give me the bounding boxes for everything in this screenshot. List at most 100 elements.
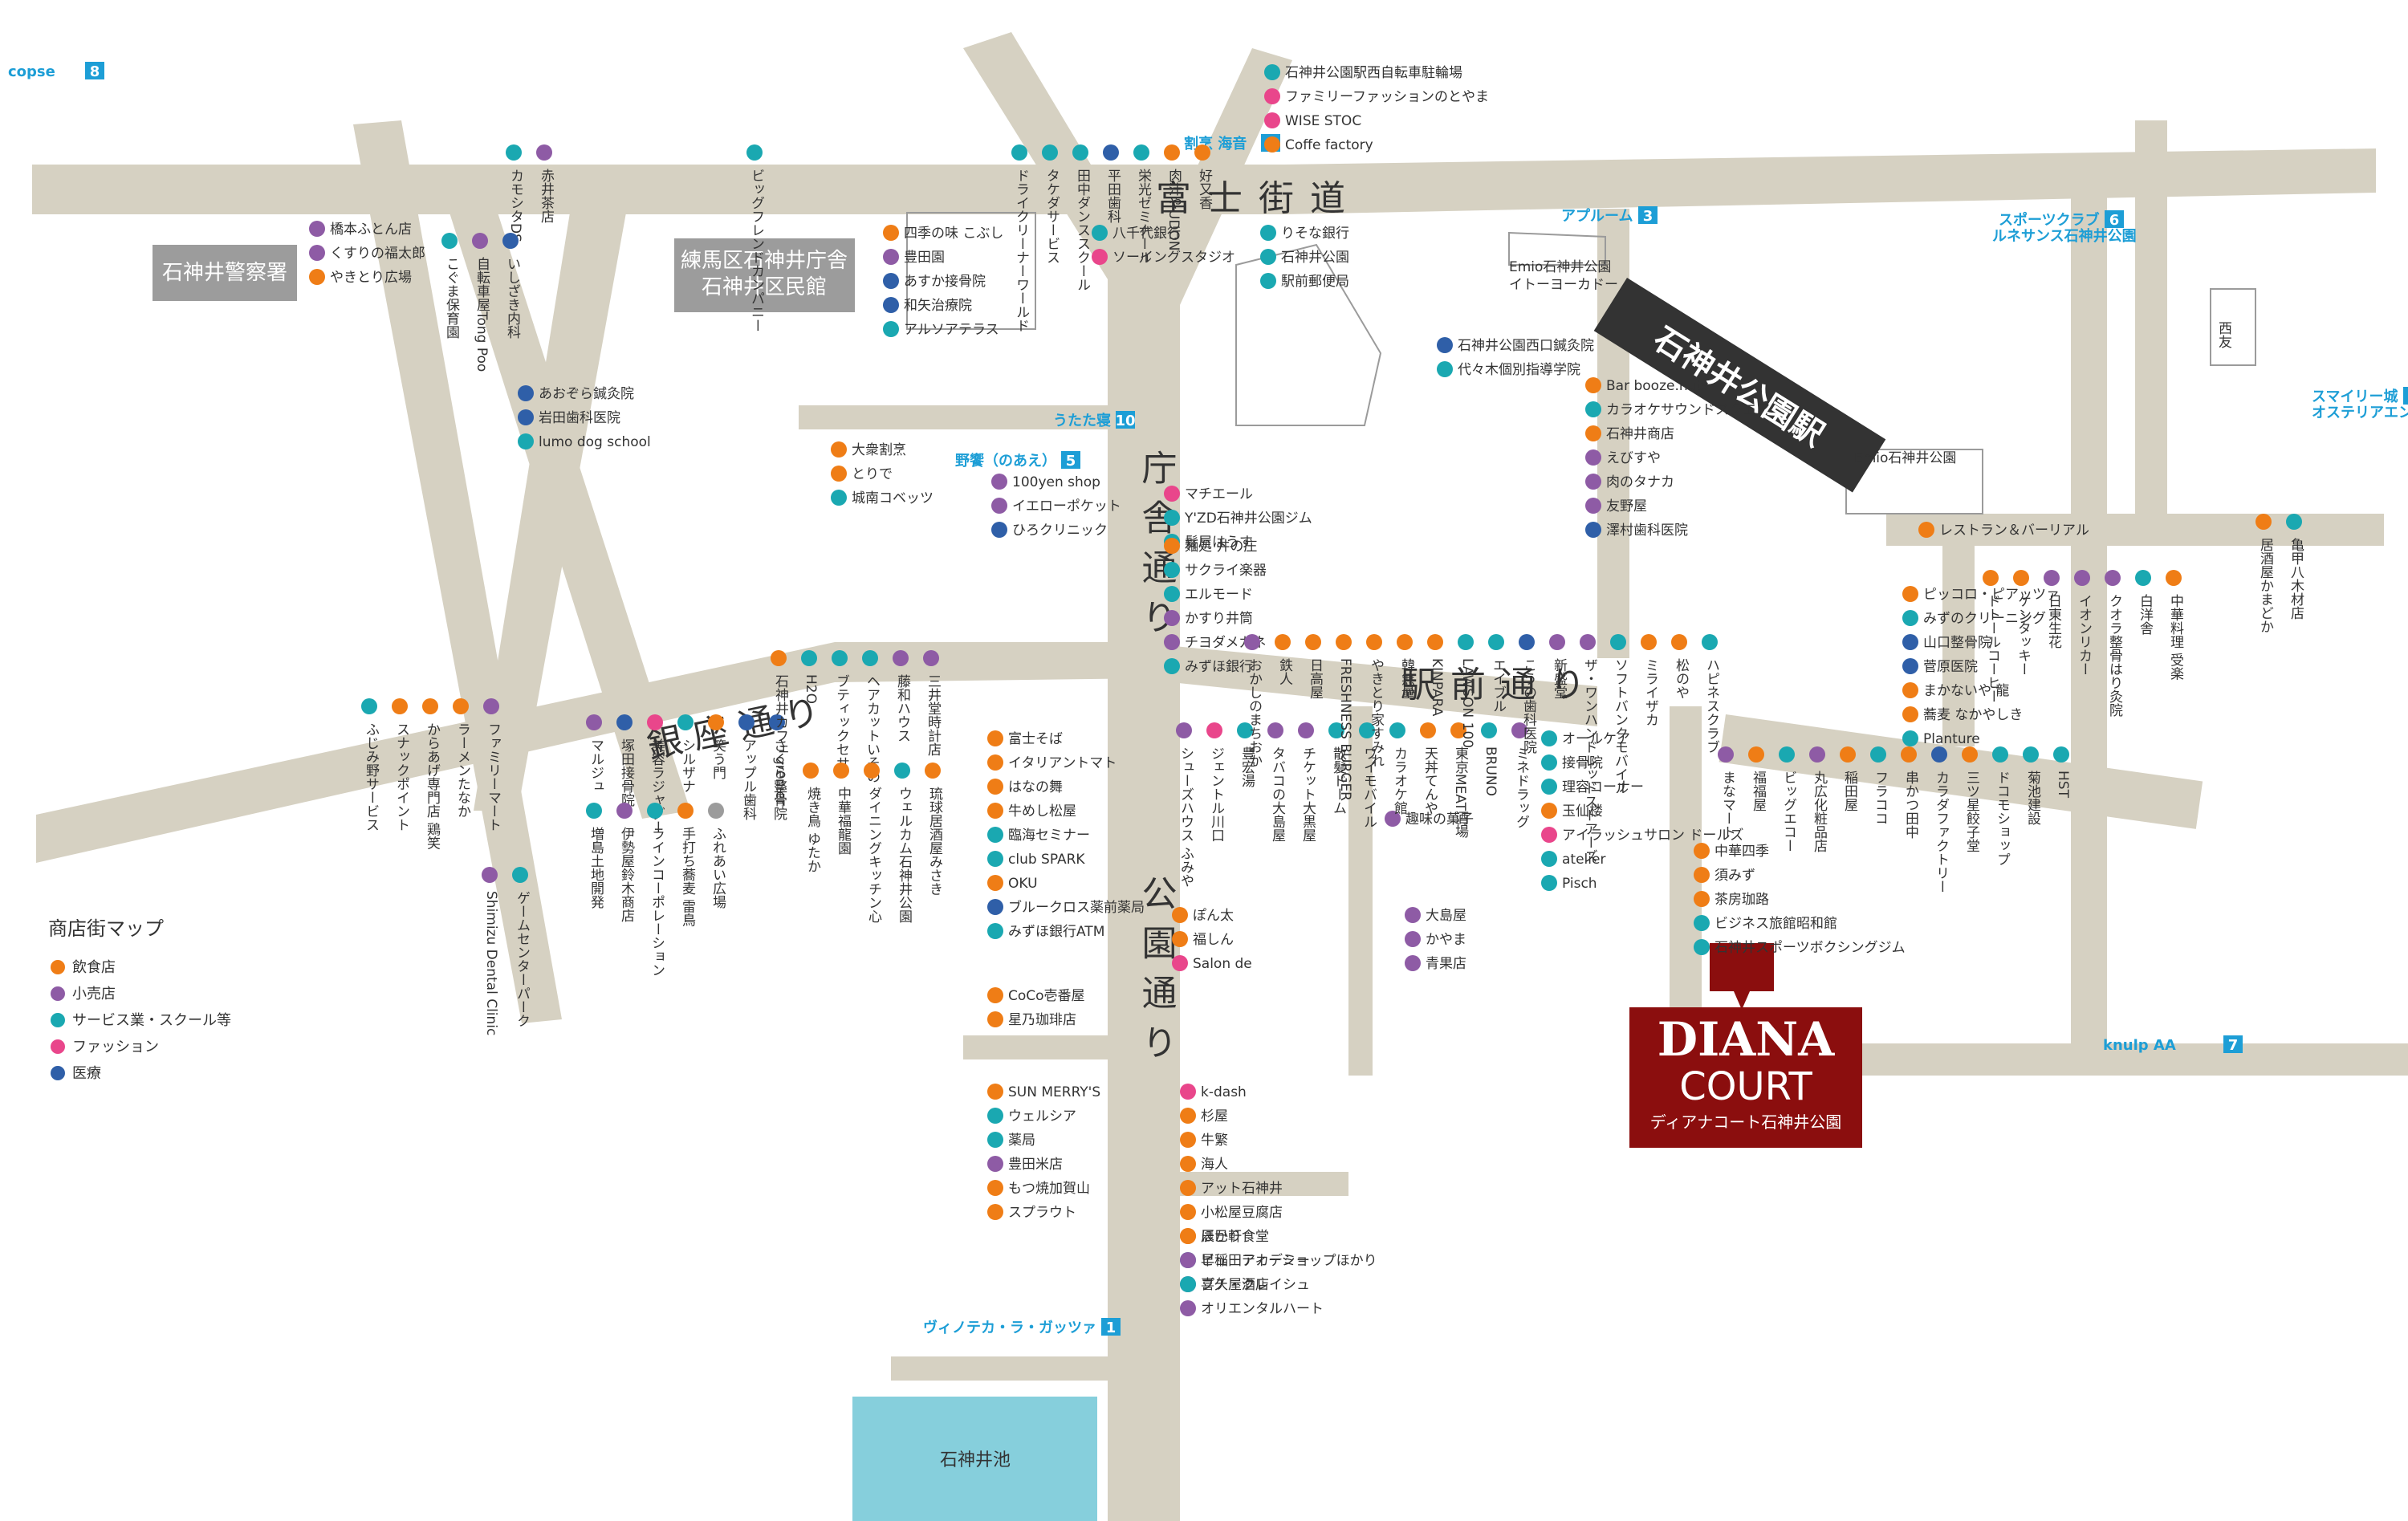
shop-dot xyxy=(987,1204,1003,1220)
pond-label: 石神井池 xyxy=(940,1450,1011,1470)
shop-label-v: 琉球居酒屋みさき xyxy=(926,787,943,896)
shop-label-v: からあげ専門店 鶏笑 xyxy=(424,722,441,849)
shop-dot-v xyxy=(1133,144,1149,161)
shop-label-v: こぐま保育園 xyxy=(443,257,460,339)
shop-label-v: ダイニングキッチン心 xyxy=(865,787,882,923)
legend-label-retail: 小売店 xyxy=(72,986,116,1002)
shop-label: 駅前郵便局 xyxy=(1281,274,1349,290)
shop-dot-v xyxy=(1718,746,1734,763)
shop-label-v: ミライザカ xyxy=(1642,658,1658,726)
shop-label: 中華四季 xyxy=(1714,844,1769,860)
shop-dot-v xyxy=(2044,570,2060,586)
venue-number-text-8: 8 xyxy=(90,63,100,80)
shop-label-v: 塚田接骨院 xyxy=(618,738,635,807)
shop-label: 大島屋 xyxy=(1426,908,1466,924)
shop-label: 星乃珈琲店 xyxy=(1008,1012,1076,1028)
shop-label: 辰巳軒 xyxy=(1201,1229,1242,1245)
shop-dot-v xyxy=(1206,722,1222,738)
shop-dot-v xyxy=(1748,746,1764,763)
shop-label: みずのクリーニング xyxy=(1923,611,2046,627)
shop-dot xyxy=(1541,875,1557,891)
shop-dot-v xyxy=(482,867,498,883)
shop-label: 山口整骨院 xyxy=(1923,635,1991,651)
shop-label: 牛めし松屋 xyxy=(1008,803,1076,819)
venue-label-6: オステリアエンメ xyxy=(2312,405,2408,421)
shop-label: ほかり食堂 xyxy=(1201,1229,1269,1245)
diana-caption: ディアナコート石神井公園 xyxy=(1650,1112,1842,1132)
legend-dot-service xyxy=(51,1013,65,1027)
shop-label: 青果店 xyxy=(1426,956,1466,972)
venue-label-7: 野饗（のあえ） xyxy=(955,452,1056,470)
shop-label: やきとり広場 xyxy=(330,270,412,286)
legend-label-medical: 医療 xyxy=(72,1065,101,1082)
emio-label-2: イトーヨーカドー xyxy=(1509,277,1618,293)
shop-dot xyxy=(987,827,1003,843)
shop-label-v: カラオケ館 xyxy=(1391,746,1408,815)
legend-dot-retail xyxy=(51,986,65,1001)
venue-label-2: アプルーム xyxy=(1561,207,1633,225)
shop-dot-v xyxy=(2135,570,2151,586)
shop-label-v: マルジュ xyxy=(588,738,604,793)
shop-label: あおぞら鍼灸院 xyxy=(539,386,634,402)
shop-label: スプラウト xyxy=(1008,1205,1076,1221)
shop-label: 早稲田アカデミー xyxy=(1201,1252,1310,1269)
shop-label: ひろクリニック xyxy=(1012,523,1108,539)
shop-dot-v xyxy=(1779,746,1795,763)
shop-label: えびすや xyxy=(1606,450,1661,466)
shop-label: 須みず xyxy=(1714,868,1755,884)
road-ginza-dori xyxy=(36,642,1156,863)
shop-dot-v xyxy=(1427,634,1443,650)
shop-label-v: クオラ整骨はり灸院 xyxy=(2106,594,2123,717)
shop-label: Bar booze.nuts xyxy=(1606,378,1709,394)
shop-dot-v xyxy=(1305,634,1321,650)
shop-dot xyxy=(1164,634,1180,650)
shop-label-v: ハピネスクラブ xyxy=(1703,658,1719,754)
shop-label-v: シルザナ xyxy=(679,738,695,793)
venue-number-text-3: 3 xyxy=(1643,208,1653,225)
shop-label: 髪屋はうす xyxy=(1185,535,1253,551)
shop-dot-v xyxy=(422,698,438,714)
bldg-outline-3 xyxy=(1508,231,1606,266)
shop-label: かやま xyxy=(1426,932,1466,948)
road-name-koen: 公園通り xyxy=(1136,875,1177,1074)
shop-dot xyxy=(991,474,1007,490)
bldg-outline-2 xyxy=(1235,243,1382,426)
shop-label: 石神井公園駅西自転車駐輪場 xyxy=(1285,65,1462,81)
shop-dot xyxy=(1585,377,1601,393)
shop-dot-v xyxy=(1840,746,1856,763)
shop-dot xyxy=(883,321,899,337)
shop-dot-v xyxy=(862,650,878,666)
shop-dot xyxy=(1585,522,1601,538)
shop-label: ピッコロ・ピアッツァ xyxy=(1923,587,2060,603)
shop-label-v: さくら整骨院 xyxy=(771,738,787,820)
shop-dot xyxy=(987,1132,1003,1148)
shop-label: ウェルシア xyxy=(1008,1108,1076,1124)
shop-label-v: ヘアカットいその xyxy=(864,674,880,783)
shop-label: プチ・クレイシュ xyxy=(1201,1277,1310,1293)
shop-label: りそな銀行 xyxy=(1281,226,1349,242)
shop-label-v: 田中ダンススクール xyxy=(1074,169,1090,291)
shop-dot xyxy=(1902,706,1918,722)
shop-dot-v xyxy=(361,698,377,714)
shop-dot-v xyxy=(1359,722,1375,738)
shop-label: 岩田歯科医院 xyxy=(539,410,620,426)
shop-label-v: 松のや xyxy=(1673,658,1690,699)
shop-label-v: ケンタッキー xyxy=(2015,594,2031,676)
shop-dot xyxy=(987,1108,1003,1124)
shop-dot xyxy=(1585,425,1601,441)
shop-dot xyxy=(1437,361,1453,377)
shop-label-v: 白洋舎 xyxy=(2137,594,2154,635)
shop-label-v: 日東生花 xyxy=(2045,594,2062,649)
shop-label: ビジネス旅館昭和館 xyxy=(1714,916,1837,932)
shop-dot xyxy=(1180,1108,1196,1124)
shop-dot-v xyxy=(1366,634,1382,650)
shop-label-v: 天丼てんや xyxy=(1422,746,1438,815)
bldg-outline-4 xyxy=(1845,449,1983,514)
legend-label-fashion: ファッション xyxy=(72,1039,159,1055)
shop-dot xyxy=(518,409,534,425)
shop-dot-v xyxy=(677,803,694,819)
shop-dot-v xyxy=(832,650,848,666)
venue-number-9 xyxy=(2403,387,2408,405)
shop-label-v: 散髪ドーム xyxy=(1330,746,1347,815)
venue-number-7 xyxy=(2223,1035,2243,1053)
